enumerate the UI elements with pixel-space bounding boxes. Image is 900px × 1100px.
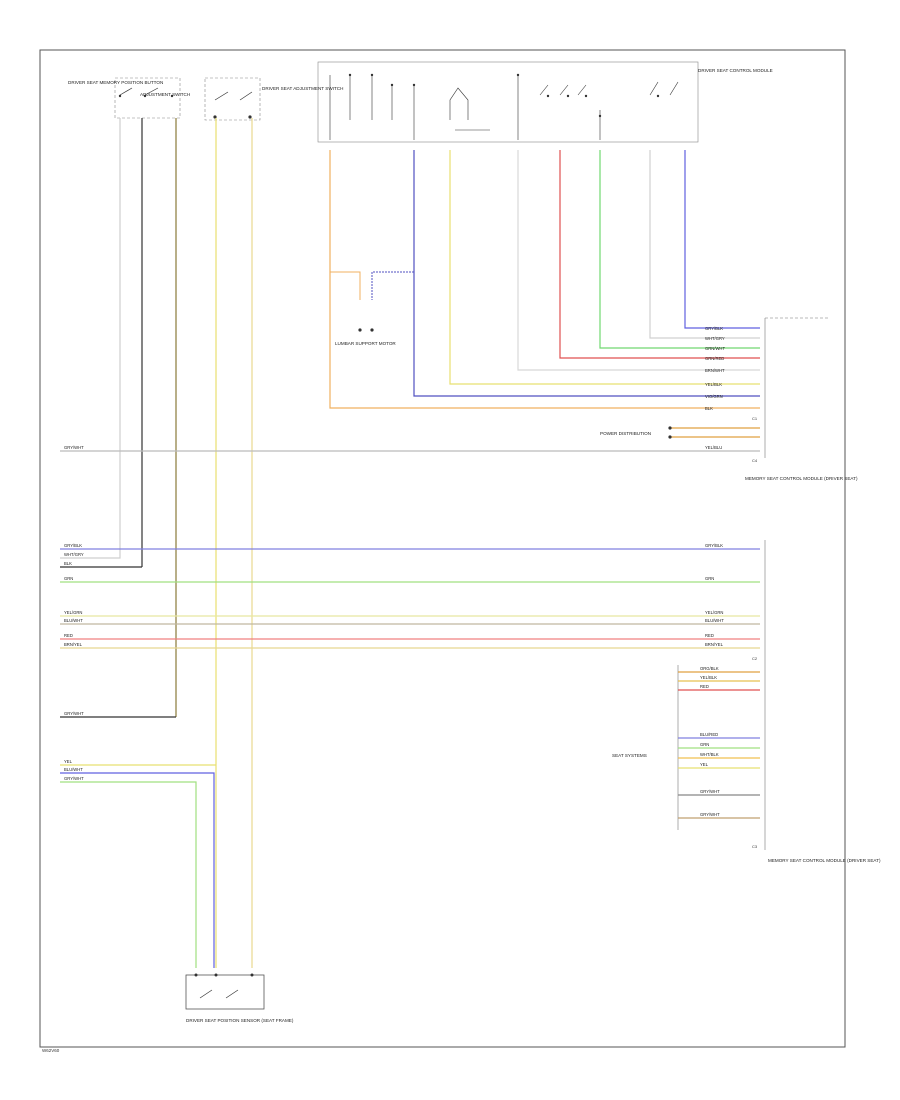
svg-text:BLK: BLK	[64, 561, 72, 566]
wire-label-451-r: YEL/BLU	[705, 445, 722, 450]
right-control-module	[764, 317, 830, 458]
memory-button-switch	[114, 77, 181, 119]
connector-c4: C4	[752, 458, 758, 463]
svg-text:BRN/YEL: BRN/YEL	[64, 642, 83, 647]
connector-c1: C1	[752, 416, 758, 421]
svg-text:YEL: YEL	[64, 759, 73, 764]
svg-text:GRY/BLK: GRY/BLK	[64, 543, 82, 548]
splice-courtesy	[330, 271, 414, 332]
svg-text:WHT/GRY: WHT/GRY	[64, 552, 84, 557]
svg-text:YEL/BLK: YEL/BLK	[700, 675, 717, 680]
memory-module-label: MEMORY SEAT CONTROL MODULE (DRIVER SEAT)	[768, 858, 881, 863]
bottom-sensor-label: DRIVER SEAT POSITION SENSOR (SEAT FRAME)	[186, 1018, 294, 1023]
svg-text:GRN/WHT: GRN/WHT	[705, 346, 725, 351]
svg-text:ORG/BLK: ORG/BLK	[700, 666, 719, 671]
svg-text:BRN/WHT: BRN/WHT	[705, 368, 725, 373]
power-dist-label: POWER DISTRIBUTION	[600, 431, 651, 436]
top-switch-label: DRIVER SEAT CONTROL MODULE	[698, 68, 773, 73]
svg-text:RED: RED	[700, 684, 709, 689]
bottom-sensor	[185, 973, 265, 1010]
adjust-switch-label: ADJUSTMENT SWITCH	[140, 92, 190, 97]
seat-adjust-label: DRIVER SEAT ADJUSTMENT SWITCH	[262, 86, 343, 91]
svg-text:GRN: GRN	[700, 742, 709, 747]
diagram-code: W62V60	[42, 1048, 60, 1053]
diagram-border	[39, 49, 846, 1048]
power-distribution-lines	[668, 426, 760, 439]
svg-text:BLK: BLK	[705, 406, 713, 411]
seat-module-wire-codes: ORG/BLK YEL/BLK RED BLU/RED GRN WHT/BLK …	[700, 666, 720, 817]
svg-text:BLU/WHT: BLU/WHT	[64, 767, 83, 772]
connector-c3: C3	[752, 844, 758, 849]
vertical-wires-top	[119, 118, 760, 968]
connector-c2: C2	[752, 656, 758, 661]
svg-text:BLU/WHT: BLU/WHT	[64, 618, 83, 623]
svg-text:YEL/GRN: YEL/GRN	[705, 610, 723, 615]
right-module-label: MEMORY SEAT CONTROL MODULE (DRIVER SEAT)	[745, 476, 858, 481]
module-wire-codes: GRY/BLK WHT/GRY GRN/WHT GRN/RED BRN/WHT …	[705, 326, 725, 411]
svg-text:WHT/GRY: WHT/GRY	[705, 336, 725, 341]
svg-text:GRN: GRN	[705, 576, 714, 581]
svg-text:GRY/WHT: GRY/WHT	[700, 812, 720, 817]
svg-text:GRY/WHT: GRY/WHT	[64, 776, 84, 781]
svg-text:WHT/BLK: WHT/BLK	[700, 752, 719, 757]
memory-seat-module	[677, 540, 766, 850]
wire-label-451: GRY/WHT	[64, 445, 84, 450]
memory-button-label: DRIVER SEAT MEMORY POSITION BUTTON	[68, 80, 163, 85]
svg-text:YEL/GRN: YEL/GRN	[64, 610, 82, 615]
svg-text:GRY/WHT: GRY/WHT	[700, 789, 720, 794]
lower-left-wires	[60, 764, 216, 968]
svg-text:BLU/RED: BLU/RED	[700, 732, 718, 737]
svg-text:GRY/BLK: GRY/BLK	[705, 543, 723, 548]
svg-text:BLU/WHT: BLU/WHT	[705, 618, 724, 623]
seat-adjustment-switch	[204, 77, 261, 121]
svg-text:GRN: GRN	[64, 576, 73, 581]
top-switch-bank	[317, 61, 699, 143]
lumbar-label: LUMBAR SUPPORT MOTOR	[335, 341, 396, 346]
svg-text:GRN/RED: GRN/RED	[705, 356, 724, 361]
seat-system-label: SEAT SYSTEMS	[612, 753, 647, 758]
svg-text:VIO/GRN: VIO/GRN	[705, 394, 723, 399]
svg-text:GRY/WHT: GRY/WHT	[64, 711, 84, 716]
svg-text:YEL: YEL	[700, 762, 709, 767]
svg-text:BRN/YEL: BRN/YEL	[705, 642, 724, 647]
svg-text:YEL/BLK: YEL/BLK	[705, 382, 722, 387]
bus-wire-codes: GRY/BLK WHT/GRY BLK GRN YEL/GRN BLU/WHT …	[64, 543, 724, 716]
svg-text:RED: RED	[705, 633, 714, 638]
lower-left-codes: YEL BLU/WHT GRY/WHT	[64, 759, 84, 781]
horizontal-bus	[60, 548, 760, 718]
svg-text:GRY/BLK: GRY/BLK	[705, 326, 723, 331]
svg-text:RED: RED	[64, 633, 73, 638]
